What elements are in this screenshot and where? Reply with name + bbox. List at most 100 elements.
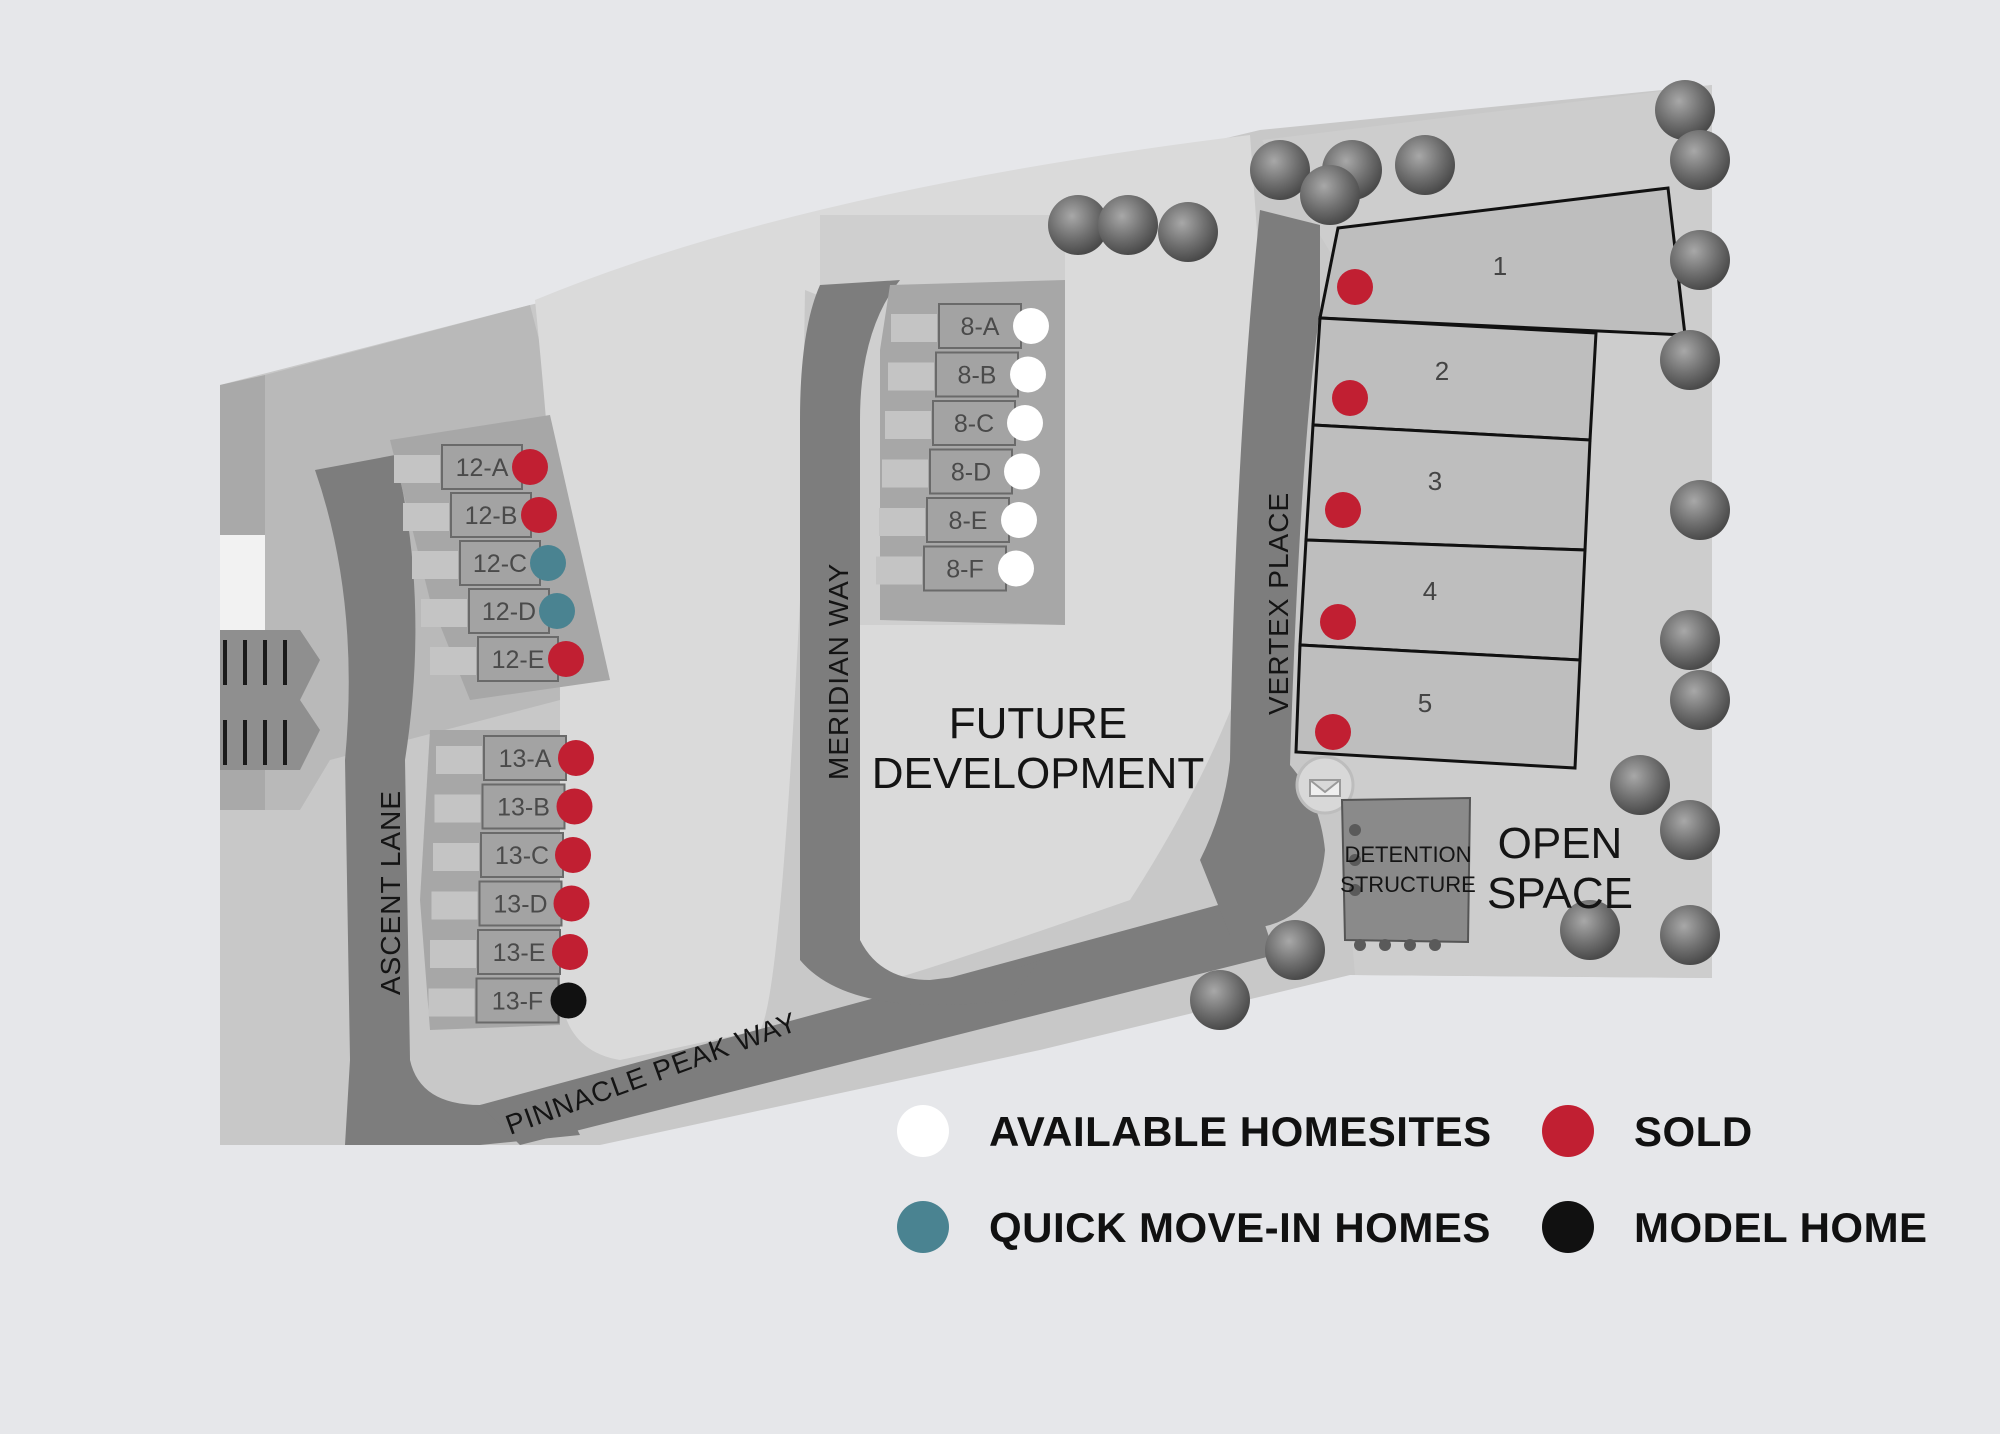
legend-label: MODEL HOME	[1634, 1204, 1928, 1251]
status-dot-sold[interactable]	[1320, 604, 1356, 640]
status-dot-available[interactable]	[1010, 356, 1046, 393]
unit-13-c[interactable]: 13-C	[433, 832, 591, 878]
detention-structure	[1340, 796, 1472, 944]
tree-icon	[1190, 970, 1250, 1030]
lot-1[interactable]: 1	[1337, 251, 1507, 305]
status-dot-quick-move-in[interactable]	[539, 593, 575, 629]
unit-footprint	[929, 448, 1013, 495]
driveway	[433, 843, 479, 871]
status-dot-sold[interactable]	[556, 788, 593, 825]
unit-13-d[interactable]: 13-D	[431, 880, 590, 927]
unit-8-d[interactable]: 8-D	[882, 448, 1040, 495]
open-space-label-1: OPEN	[1498, 819, 1623, 868]
unit-12-e[interactable]: 12-E	[430, 636, 584, 682]
legend-item-quick-move-in: QUICK MOVE-IN HOMES	[897, 1201, 1491, 1253]
tree-icon	[1660, 905, 1720, 965]
status-dot-sold[interactable]	[553, 885, 590, 922]
lot-number: 4	[1423, 576, 1437, 606]
unit-label: 12-E	[492, 646, 545, 674]
tree-icon	[1670, 130, 1730, 190]
status-dot-available[interactable]	[1004, 453, 1040, 490]
tree-icon	[1395, 135, 1455, 195]
status-dot-sold[interactable]	[521, 497, 557, 533]
unit-label: 8-E	[949, 507, 988, 535]
status-dot-sold[interactable]	[1315, 714, 1351, 750]
unit-label: 13-C	[495, 842, 549, 870]
unit-footprint	[475, 977, 560, 1024]
existing-building	[220, 535, 265, 630]
tree-icon	[1655, 80, 1715, 140]
legend-swatch	[1542, 1105, 1594, 1157]
legend: AVAILABLE HOMESITES SOLD QUICK MOVE-IN HOM…	[897, 1105, 1928, 1253]
unit-13-e[interactable]: 13-E	[430, 929, 588, 975]
unit-13-a[interactable]: 13-A	[436, 735, 594, 781]
legend-label: AVAILABLE HOMESITES	[989, 1108, 1492, 1155]
open-space-label-2: SPACE	[1487, 869, 1633, 918]
unit-13-b[interactable]: 13-B	[434, 783, 593, 830]
tree-icon	[1300, 165, 1360, 225]
unit-label: 13-B	[497, 794, 550, 822]
status-dot-available[interactable]	[998, 550, 1034, 587]
vertex-place-label: VERTEX PLACE	[1263, 492, 1294, 715]
status-dot-available[interactable]	[1001, 502, 1037, 538]
legend-item-available: AVAILABLE HOMESITES	[897, 1105, 1492, 1157]
unit-footprint	[938, 303, 1022, 349]
status-dot-sold[interactable]	[512, 449, 548, 485]
status-dot-available[interactable]	[1013, 308, 1049, 344]
status-dot-sold[interactable]	[558, 740, 594, 776]
unit-label: 8-F	[946, 556, 984, 584]
tree-icon	[1048, 195, 1108, 255]
lot-5-outline	[1294, 643, 1582, 770]
unit-8-f[interactable]: 8-F	[876, 545, 1034, 592]
vertex-place-road	[1200, 210, 1325, 935]
status-dot-sold[interactable]	[555, 837, 591, 873]
unit-label: 13-D	[493, 891, 547, 919]
driveway	[876, 556, 922, 585]
unit-label: 8-C	[954, 410, 994, 438]
lots: 1 2 3 4 5	[1315, 251, 1507, 750]
status-dot-available[interactable]	[1007, 405, 1043, 441]
lot-3-outline	[1304, 423, 1592, 552]
unit-8-c[interactable]: 8-C	[885, 400, 1043, 446]
driveway	[403, 503, 449, 531]
unit-label: 8-D	[951, 459, 991, 487]
status-dot-model[interactable]	[550, 982, 587, 1019]
unit-8-b[interactable]: 8-B	[888, 351, 1046, 398]
legend-swatch	[897, 1105, 949, 1157]
status-dot-sold[interactable]	[552, 934, 588, 970]
lot-4[interactable]: 4	[1320, 576, 1437, 640]
driveway	[888, 362, 934, 391]
status-dot-sold[interactable]	[1337, 269, 1373, 305]
status-dot-sold[interactable]	[1325, 492, 1361, 528]
unit-13-f[interactable]: 13-F	[428, 977, 587, 1024]
unit-12-c[interactable]: 12-C	[412, 540, 566, 586]
lot-5[interactable]: 5	[1315, 688, 1432, 750]
status-dot-sold[interactable]	[1332, 380, 1368, 416]
driveway	[421, 599, 467, 627]
driveway	[882, 459, 928, 488]
driveway	[434, 794, 481, 823]
tree-icon	[1250, 140, 1310, 200]
unit-footprint	[926, 497, 1010, 543]
lot-2[interactable]: 2	[1332, 356, 1449, 416]
unit-12-d[interactable]: 12-D	[421, 588, 575, 634]
unit-12-a[interactable]: 12-A	[394, 444, 548, 490]
legend-label: SOLD	[1634, 1108, 1753, 1155]
unit-footprint	[441, 444, 523, 490]
status-dot-sold[interactable]	[548, 641, 584, 677]
lot-number: 3	[1428, 466, 1442, 496]
lot-number: 1	[1493, 251, 1507, 281]
tree-icon	[1098, 195, 1158, 255]
status-dot-quick-move-in[interactable]	[530, 545, 566, 581]
unit-8-a[interactable]: 8-A	[891, 303, 1049, 349]
homesite-units: 12-A12-B12-C12-D 12-E 13-A 13-B 13-C 13-D 13-E…	[394, 303, 1049, 1024]
driveway	[885, 411, 931, 439]
unit-8-e[interactable]: 8-E	[879, 497, 1037, 543]
unit-12-b[interactable]: 12-B	[403, 492, 557, 538]
lot-3[interactable]: 3	[1325, 466, 1442, 528]
meridian-way-label: MERIDIAN WAY	[823, 563, 854, 780]
legend-label: QUICK MOVE-IN HOMES	[989, 1204, 1491, 1251]
tree-icon	[1660, 610, 1720, 670]
